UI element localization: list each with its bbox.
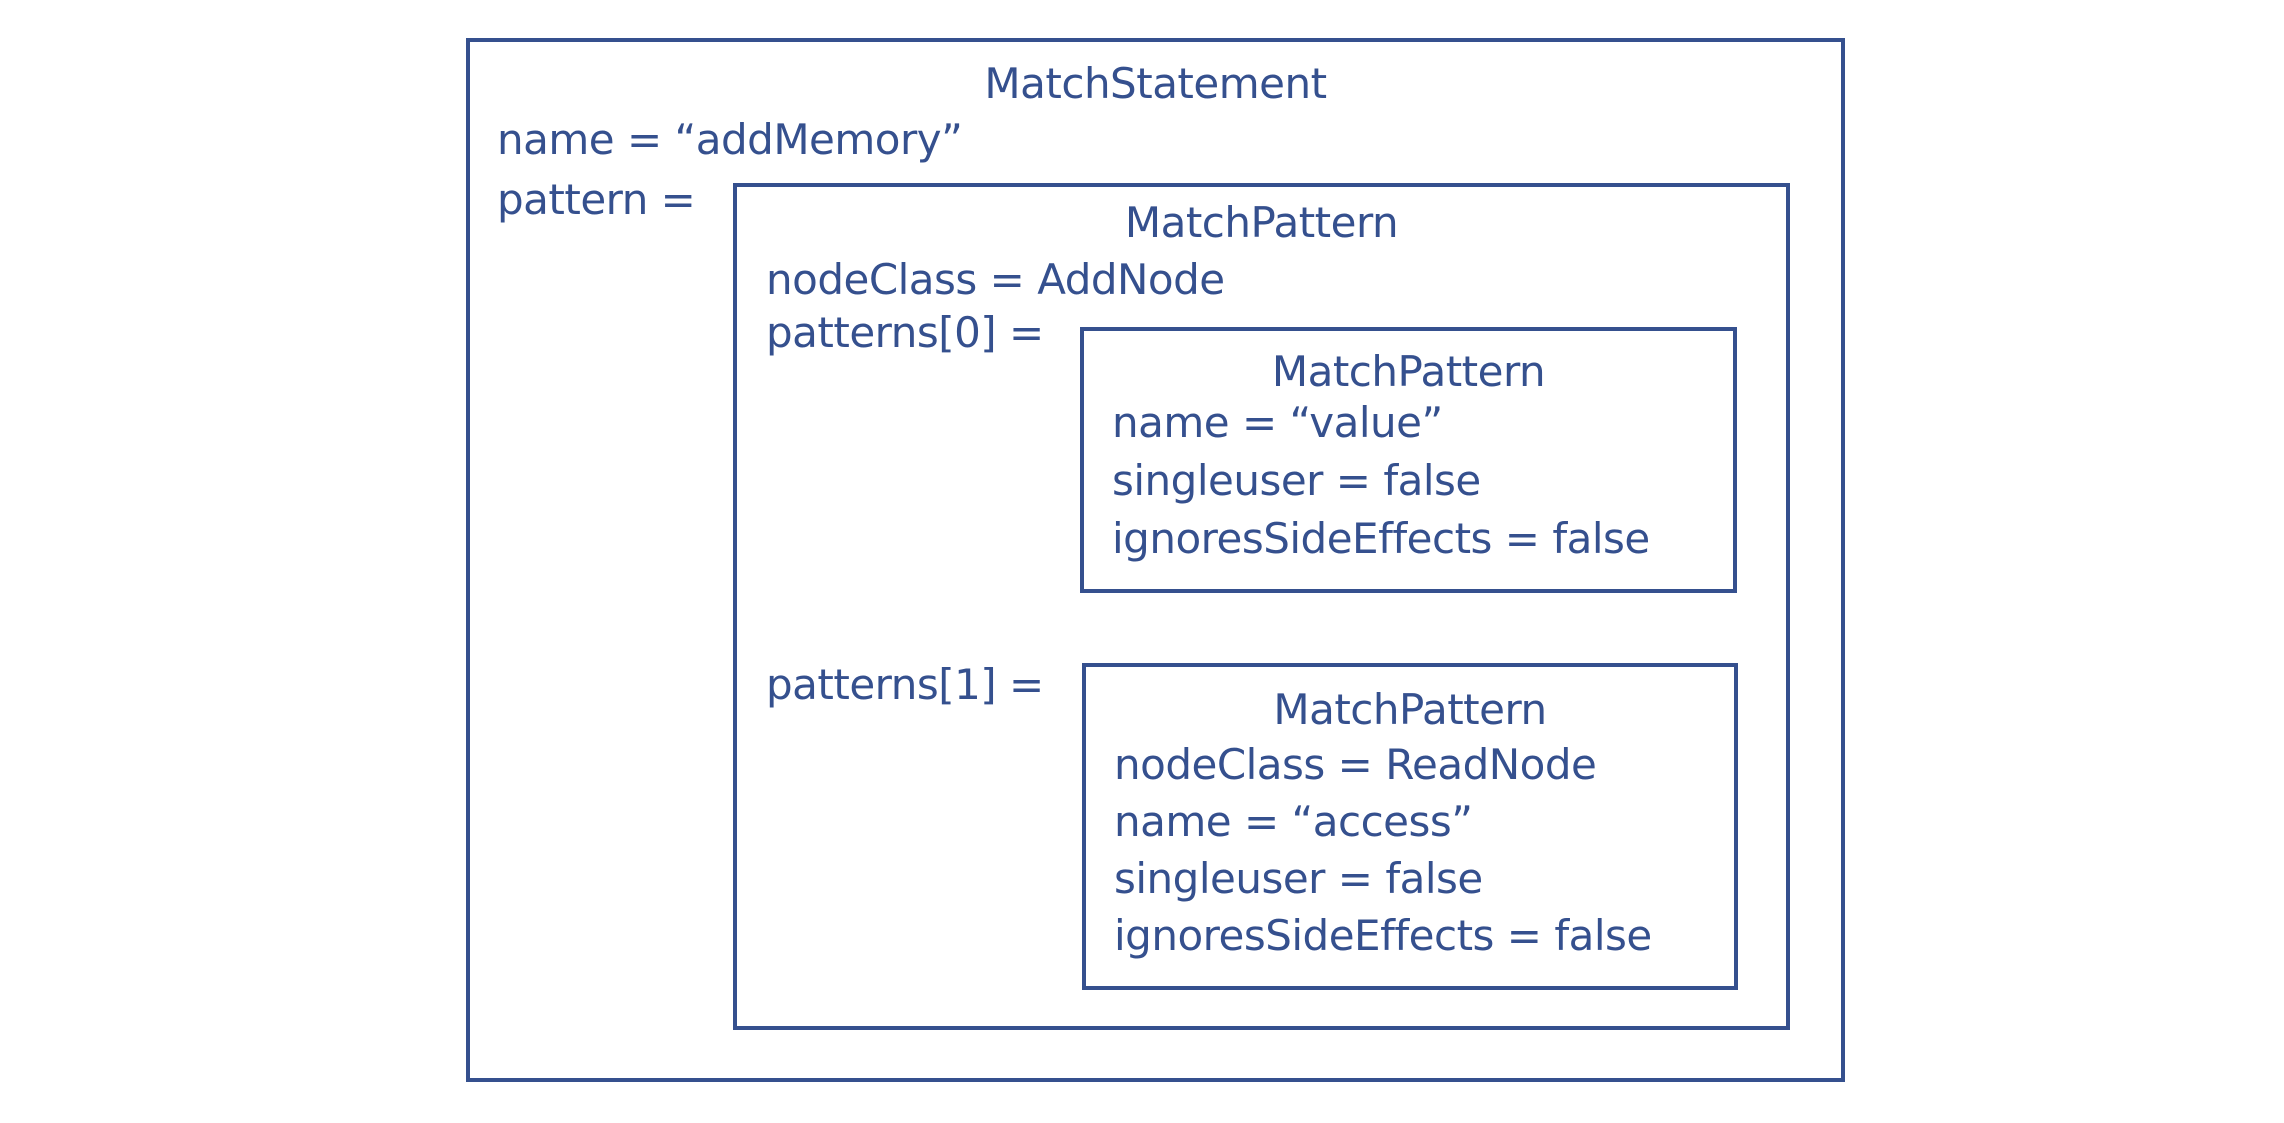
field-patterns-0: patterns[0] =: [766, 308, 1044, 357]
match-pattern-title: MatchPattern: [1124, 198, 1399, 247]
nested-pattern-1-box: MatchPattern nodeClass = ReadNode name =…: [1082, 663, 1738, 990]
match-statement-title: MatchStatement: [984, 59, 1327, 108]
nested-pattern-0-box: MatchPattern name = “value” singleuser =…: [1080, 327, 1737, 593]
field-pattern: pattern =: [497, 175, 696, 224]
field-nodeclass: nodeClass = AddNode: [766, 255, 1225, 304]
field-line: name = “value”: [1112, 398, 1443, 447]
field-line: nodeClass = ReadNode: [1114, 740, 1597, 789]
field-name: name = “addMemory”: [497, 115, 963, 164]
field-line: ignoresSideEffects = false: [1112, 514, 1650, 563]
nested-pattern-1-title: MatchPattern: [1273, 685, 1547, 734]
match-statement-box: MatchStatement name = “addMemory” patter…: [466, 38, 1845, 1082]
field-line: singleuser = false: [1114, 854, 1483, 903]
field-patterns-1: patterns[1] =: [766, 660, 1044, 709]
match-pattern-box: MatchPattern nodeClass = AddNode pattern…: [733, 183, 1790, 1030]
field-line: name = “access”: [1114, 797, 1473, 846]
field-line: singleuser = false: [1112, 456, 1481, 505]
field-line: ignoresSideEffects = false: [1114, 911, 1652, 960]
nested-pattern-0-title: MatchPattern: [1271, 347, 1546, 396]
